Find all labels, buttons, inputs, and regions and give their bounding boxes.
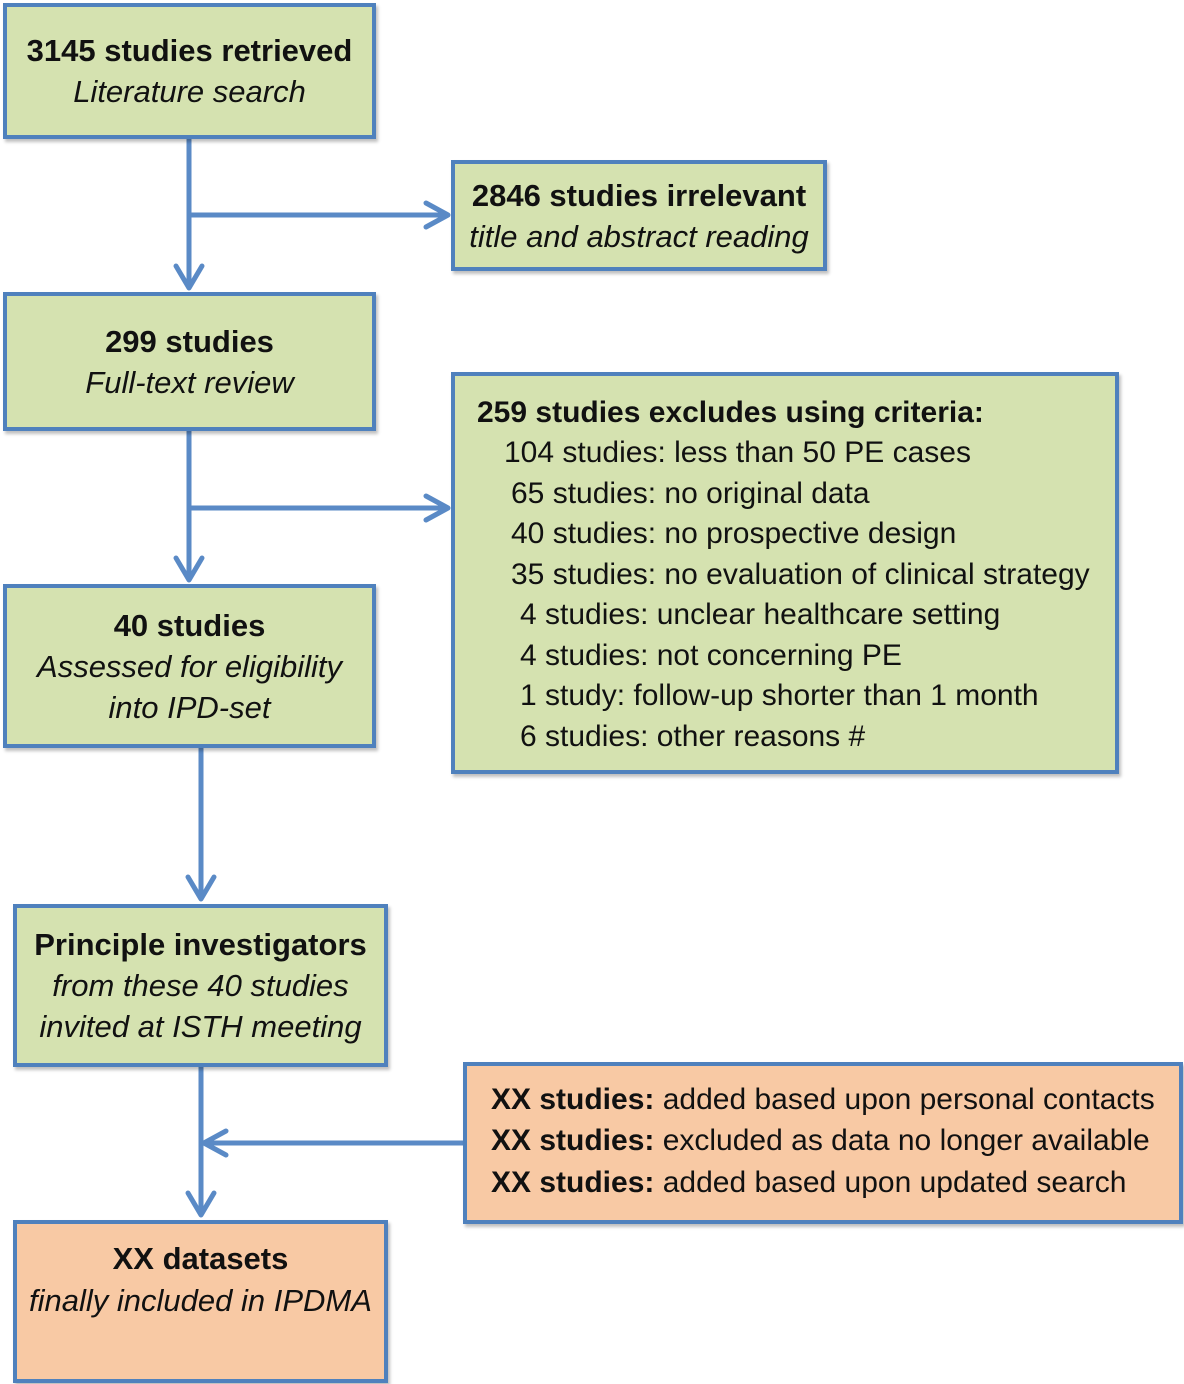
box-subtitle: Literature search [73, 74, 306, 109]
box-subtitle-line: invited at ISTH meeting [39, 1009, 362, 1044]
box-subtitle: Full-text review [85, 364, 294, 400]
box-subtitle: title and abstract reading [469, 218, 809, 254]
box-final-datasets: XX datasets finally included in IPDMA [13, 1220, 388, 1383]
box-dataset-adjustments: XX studies: added based upon personal co… [463, 1062, 1183, 1224]
adjustment-item: XX studies: added based upon updated sea… [491, 1162, 1126, 1204]
box-studies-retrieved: 3145 studies retrieved Literature search [3, 3, 376, 139]
box-title: Principle investigators [34, 927, 367, 962]
box-principal-investigators: Principle investigators from these 40 st… [13, 904, 388, 1067]
criteria-item: 35 studies: no evaluation of clinical st… [511, 558, 1090, 591]
box-subtitle-line: into IPD-set [108, 689, 271, 725]
criteria-item: 40 studies: no prospective design [511, 517, 957, 550]
adjustment-item: XX studies: added based upon personal co… [491, 1079, 1155, 1121]
adjustment-text: added based upon updated search [654, 1166, 1127, 1199]
box-full-text-review: 299 studies Full-text review [3, 292, 376, 431]
adjustment-label: XX studies: [491, 1124, 655, 1157]
criteria-item: 4 studies: unclear healthcare setting [520, 598, 1001, 631]
box-subtitle: finally included in IPDMA [29, 1283, 372, 1318]
adjustment-item: XX studies: excluded as data no longer a… [491, 1120, 1150, 1162]
criteria-item: 1 study: follow-up shorter than 1 month [520, 679, 1039, 712]
criteria-title: 259 studies excludes using criteria: [477, 396, 984, 429]
box-exclusion-criteria: 259 studies excludes using criteria: 104… [451, 372, 1119, 774]
box-title: 40 studies [113, 607, 266, 643]
box-title: 3145 studies retrieved [26, 33, 353, 68]
adjustment-label: XX studies: [491, 1166, 655, 1199]
criteria-item: 6 studies: other reasons # [520, 720, 866, 753]
box-subtitle-line: from these 40 studies [52, 968, 349, 1003]
box-title: 299 studies [105, 323, 274, 359]
criteria-item: 4 studies: not concerning PE [520, 639, 902, 672]
box-title: XX datasets [112, 1241, 289, 1276]
adjustment-text: added based upon personal contacts [654, 1083, 1155, 1116]
box-title: 2846 studies irrelevant [471, 177, 807, 213]
criteria-item: 104 studies: less than 50 PE cases [504, 436, 971, 469]
box-subtitle-line: Assessed for eligibility [37, 648, 342, 684]
adjustment-text: excluded as data no longer available [654, 1124, 1150, 1157]
adjustment-label: XX studies: [491, 1083, 655, 1116]
criteria-item: 65 studies: no original data [511, 477, 870, 510]
box-eligibility-assessment: 40 studies Assessed for eligibility into… [3, 584, 376, 748]
box-studies-irrelevant: 2846 studies irrelevant title and abstra… [451, 160, 827, 271]
